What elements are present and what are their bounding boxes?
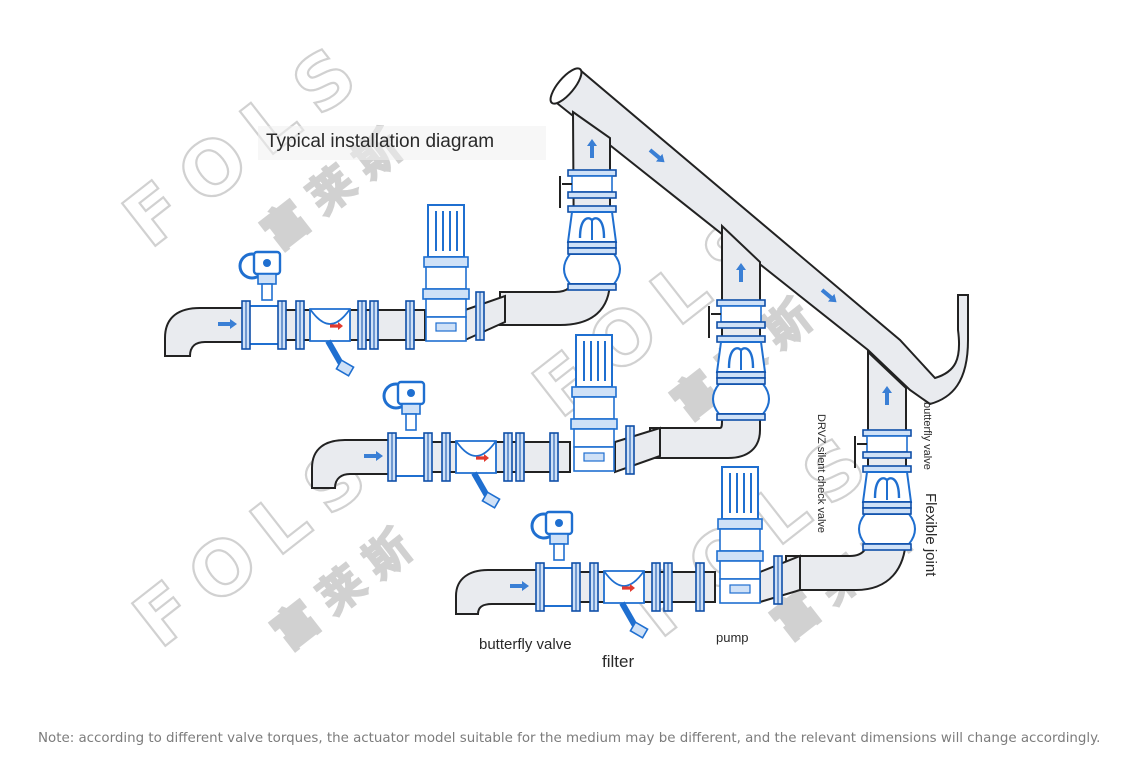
title-box: Typical installation diagram [258, 126, 546, 160]
diagram-title: Typical installation diagram [266, 131, 494, 152]
inlet-pipe-2 [311, 439, 393, 489]
footnote: Note: according to different valve torqu… [38, 731, 1101, 746]
label-flexible-joint: Flexible joint [922, 493, 939, 577]
line-2-equipment [364, 334, 635, 508]
watermark-layer: FOLS 富莱斯 FOLS 富莱斯 FOLS 富莱斯 FOLS 富莱斯 [107, 19, 933, 665]
label-pump: pump [716, 630, 749, 645]
installation-diagram: FOLS 富莱斯 FOLS 富莱斯 FOLS 富莱斯 FOLS 富莱斯 [107, 19, 969, 671]
inlet-pipe-1 [164, 307, 253, 357]
inlet-pipe-3 [455, 569, 541, 615]
label-check-valve: DRVZ silent check valve [815, 414, 827, 533]
y-strainer-icon [310, 309, 354, 376]
line-3-equipment [510, 466, 783, 638]
reducer-1 [464, 294, 506, 342]
pump-motor-icon [570, 334, 618, 472]
pump-motor-icon [422, 204, 470, 342]
valve-actuator-icon [238, 250, 282, 302]
valve-actuator-icon [530, 510, 574, 562]
y-strainer-icon [456, 441, 500, 508]
header-cap [549, 67, 583, 105]
label-filter: filter [602, 652, 634, 671]
reducer-2 [614, 426, 661, 474]
valve-actuator-icon [382, 380, 426, 432]
label-butterfly-valve-right: butterfly valve [921, 402, 933, 470]
line-1-equipment [218, 204, 485, 376]
check-valve-assembly-1 [558, 168, 622, 292]
pump-motor-icon [716, 466, 764, 604]
label-butterfly-valve: butterfly valve [479, 636, 572, 653]
